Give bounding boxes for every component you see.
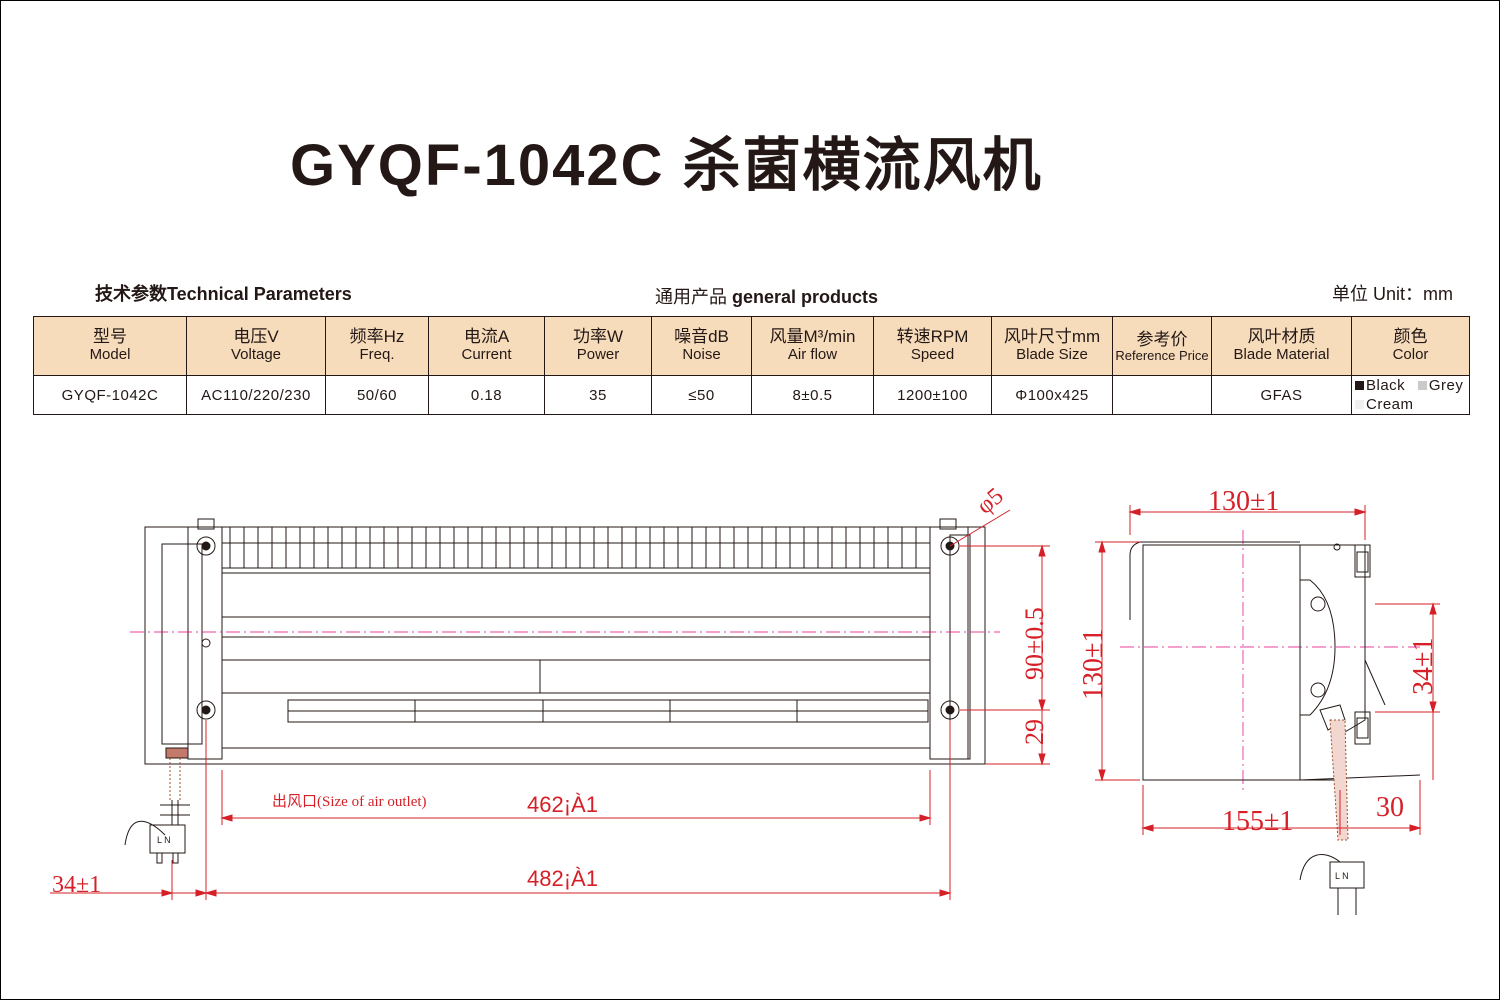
- cell-speed: 1200±100: [873, 375, 992, 415]
- side-height-dimension: 130±1: [1078, 629, 1109, 700]
- screw-top-left: [196, 536, 216, 556]
- screw-bottom-right: [940, 700, 960, 720]
- side-connector: [1329, 861, 1365, 889]
- side-cable: [1299, 704, 1365, 915]
- front-connector: [149, 824, 186, 854]
- side-width-dimension: 130±1: [1208, 486, 1279, 517]
- side-depth-dimension: 155±1: [1222, 806, 1293, 837]
- spec-data-row: GYQF-1042C AC110/220/230 50/60 0.18 35 ≤…: [33, 375, 1470, 415]
- height-dimension: 90±0.5: [1020, 607, 1049, 680]
- unit-cn: 单位: [1332, 284, 1368, 304]
- side-dimensions: [1095, 505, 1440, 835]
- front-view: [124, 518, 986, 864]
- color-option-cream: Cream: [1355, 396, 1414, 413]
- side-top-curve: [1129, 541, 1300, 620]
- top-fins: [229, 527, 917, 568]
- color-option-black: Black: [1355, 377, 1405, 394]
- side-fan-housing: [1300, 579, 1336, 716]
- technical-parameters-cn: 技术参数: [95, 284, 167, 304]
- technical-parameters-en: Technical Parameters: [167, 284, 352, 304]
- grey-swatch: [1417, 381, 1427, 390]
- cell-material: GFAS: [1211, 375, 1352, 415]
- cell-power: 35: [544, 375, 652, 415]
- side-offset-dimension: 34±1: [1408, 638, 1439, 695]
- outlet-label: 出风口(Size of air outlet): [272, 793, 427, 810]
- color-option-grey: Grey: [1417, 377, 1464, 394]
- cell-model: GYQF-1042C: [33, 375, 187, 415]
- side-view: [1129, 541, 1421, 915]
- black-swatch: [1355, 381, 1364, 390]
- general-products-cn: 通用产品: [655, 287, 727, 307]
- general-products-heading: 通用产品 general products: [655, 283, 878, 309]
- offset-dimension: 29: [1020, 719, 1049, 745]
- cell-noise: ≤50: [651, 375, 752, 415]
- general-products-en: general products: [732, 287, 879, 307]
- front-connector-label: L N: [157, 835, 171, 845]
- screw-bottom-left: [196, 700, 216, 720]
- front-left-endcap: [161, 543, 203, 745]
- front-right-plate: [929, 526, 969, 760]
- side-connector-label: L N: [1335, 871, 1349, 881]
- technical-parameters-heading: 技术参数Technical Parameters: [95, 280, 352, 306]
- cell-airflow: 8±0.5: [751, 375, 874, 415]
- outlet-dimension: 462¡À1: [527, 792, 598, 817]
- cell-color: Black Grey Cream: [1351, 375, 1470, 415]
- side-body: [1142, 544, 1301, 781]
- cream-swatch: [1355, 400, 1364, 409]
- cell-current: 0.18: [428, 375, 545, 415]
- front-cable: [124, 747, 190, 864]
- cell-freq: 50/60: [325, 375, 429, 415]
- left-offset-dimension: 34±1: [52, 872, 101, 898]
- front-left-plate: [187, 526, 223, 760]
- side-thirty-dimension: 30: [1376, 792, 1404, 823]
- front-housing-outline: [144, 526, 986, 765]
- screw-top-right: [940, 536, 960, 556]
- front-dimensions: [50, 509, 1050, 900]
- page-title: GYQF-1042C 杀菌横流风机: [290, 133, 1043, 198]
- cell-voltage: AC110/220/230: [186, 375, 326, 415]
- unit-heading: 单位 Unit：mm: [1332, 280, 1453, 306]
- length-dimension: 482¡À1: [527, 866, 598, 891]
- unit-en: Unit：mm: [1373, 284, 1454, 304]
